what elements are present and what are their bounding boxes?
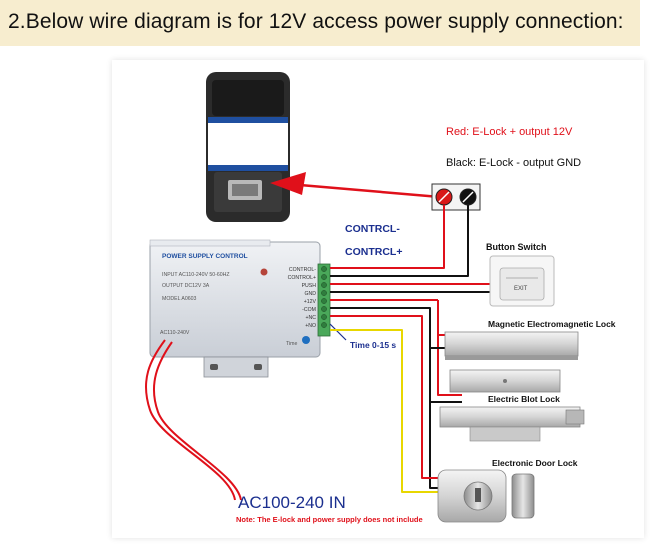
label-ac-input: AC100-240 IN <box>238 493 346 512</box>
terminal-screw-icon <box>321 266 327 272</box>
terminal-screw-icon <box>321 298 327 304</box>
psu-terminal-labels: CONTROL- CONTROL+ PUSH GND +12V -COM +NC +NO <box>288 267 317 329</box>
terminal-label: CONTROL- <box>289 267 316 273</box>
label-bolt-lock: Electric Blot Lock <box>488 394 560 404</box>
wires <box>145 205 490 501</box>
time-adjust-knob-icon <box>302 336 310 344</box>
psu-model: MODEL A0603 <box>162 296 197 302</box>
electronic-door-lock <box>437 469 535 523</box>
title-bar: 2.Below wire diagram is for 12V access p… <box>0 0 640 46</box>
terminal-screw-icon <box>321 282 327 288</box>
psu-time-small: Time <box>286 341 297 347</box>
psu-title: POWER SUPPLY CONTROL <box>162 253 248 260</box>
terminal-label: -COM <box>302 307 316 313</box>
terminal-screw-icon <box>321 314 327 320</box>
connection-arrow <box>270 172 441 199</box>
access-controller <box>206 72 290 222</box>
label-control-plus: CONTRCL+ <box>345 246 402 258</box>
terminal-screw-icon <box>321 322 327 328</box>
electric-bolt-lock <box>439 406 585 442</box>
terminal-label: PUSH <box>302 283 317 289</box>
terminal-screw-icon <box>321 290 327 296</box>
terminal-label: +12V <box>304 299 317 305</box>
label-control-minus: CONTRCL- <box>345 223 400 235</box>
note: Note: The E-lock and power supply does n… <box>236 515 423 524</box>
label-mag-lock: Magnetic Electromagnetic Lock <box>488 319 616 329</box>
psu-input: INPUT AC110-240V 50-60HZ <box>162 272 230 278</box>
psu-output: OUTPUT DC12V 3A <box>162 283 210 289</box>
exit-label: EXIT <box>514 286 528 292</box>
terminal-screw-icon <box>321 274 327 280</box>
page-title: 2.Below wire diagram is for 12V access p… <box>8 10 624 33</box>
terminal-label: +NC <box>305 315 316 321</box>
label-time: Time 0-15 s <box>350 340 396 350</box>
legend-red: Red: E-Lock + output 12V <box>446 126 573 138</box>
magnetic-lock <box>444 331 579 393</box>
terminal-label: +NO <box>305 323 316 329</box>
output-terminal-block <box>431 183 481 211</box>
terminal-screw-icon <box>321 306 327 312</box>
label-button-switch: Button Switch <box>486 242 547 252</box>
button-switch: EXIT <box>489 255 555 307</box>
power-supply-unit: POWER SUPPLY CONTROL INPUT AC110-240V 50… <box>149 239 331 378</box>
psu-ac-small: AC110-240V <box>160 330 190 336</box>
label-door-lock: Electronic Door Lock <box>492 458 578 468</box>
terminal-label: CONTROL+ <box>288 275 316 281</box>
power-led-icon <box>260 268 268 276</box>
terminal-label: GND <box>304 291 316 297</box>
legend-black: Black: E-Lock - output GND <box>446 157 581 169</box>
terminal-screws <box>321 266 327 328</box>
